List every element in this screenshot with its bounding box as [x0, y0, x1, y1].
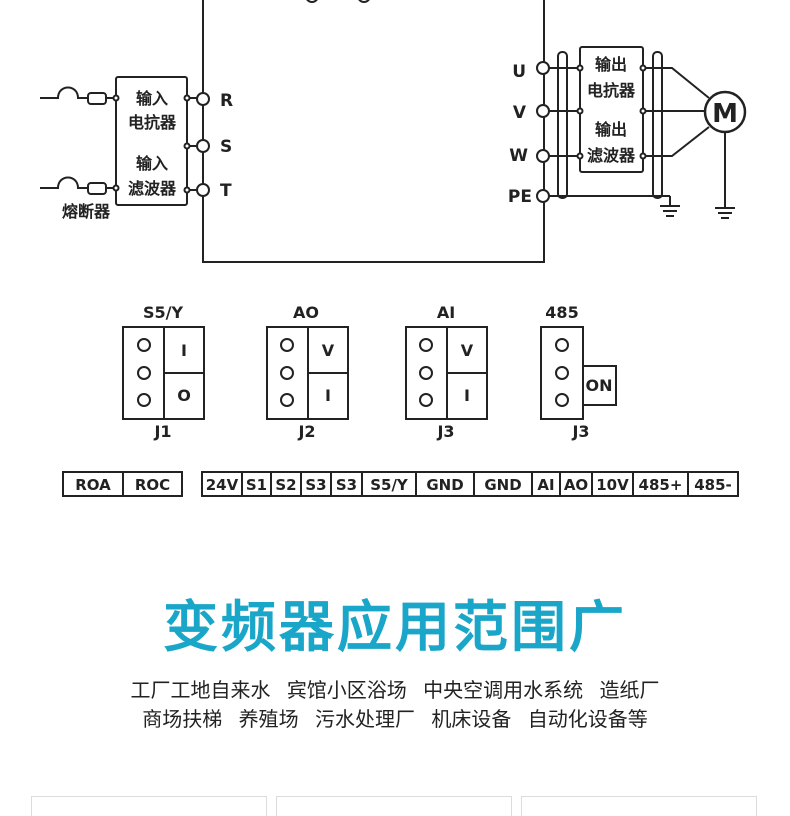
application-item: 污水处理厂 — [315, 707, 415, 731]
jumper-j3-top: V — [461, 341, 474, 360]
input-filter-line1: 输入 — [136, 154, 168, 173]
jumper-header-4: 485 — [545, 303, 578, 322]
application-item: 工厂工地自来水 — [130, 678, 271, 702]
terminal-cell: S5/Y — [370, 476, 409, 494]
terminal-cell: ROA — [75, 476, 111, 494]
jumper-j2-top: V — [322, 341, 335, 360]
terminal-cell: S1 — [246, 476, 267, 494]
jumper-header-2: AO — [293, 303, 319, 322]
input-reactor-line1: 输入 — [136, 89, 168, 108]
application-item: 中央空调用水系统 — [423, 678, 584, 702]
terminal-s-label: S — [220, 137, 232, 157]
output-filter-line2: 滤波器 — [587, 146, 636, 165]
input-reactor-filter-block — [115, 76, 188, 206]
jumper-j2-bottom: I — [325, 386, 331, 405]
terminal-strip-right: 24V S1 S2 S3 S3 S5/Y GND GND AI AO 10V 485+ 485- — [201, 471, 739, 497]
terminal-cell: GND — [426, 476, 463, 494]
jumper-name-4: J3 — [571, 422, 589, 441]
terminal-cell: AO — [564, 476, 588, 494]
jumper-485-switch: ON — [586, 376, 613, 395]
output-reactor-line1: 输出 — [595, 55, 627, 74]
application-item: 商场扶梯 — [142, 707, 223, 731]
application-item: 养殖场 — [238, 707, 299, 731]
terminal-cell: 10V — [596, 476, 629, 494]
terminal-cell: S2 — [275, 476, 296, 494]
application-item: 自动化设备等 — [527, 707, 648, 731]
inverter-box — [202, 0, 545, 263]
terminal-cell: 485+ — [639, 476, 683, 494]
wiring-diagram: R S T U V W PE 输入 电抗器 输入 滤波器 输出 电抗器 输出 滤… — [40, 0, 747, 497]
application-list-line2: 商场扶梯 养殖场 污水处理厂 机床设备 自动化设备等 — [0, 703, 790, 732]
terminal-cell: 24V — [206, 476, 239, 494]
application-item: 宾馆小区浴场 — [286, 678, 407, 702]
motor-label: M — [712, 99, 738, 129]
jumper-header-1: S5/Y — [143, 303, 184, 322]
terminal-t-label: T — [220, 181, 232, 201]
section-title: 变频器应用范围广 — [162, 595, 627, 659]
terminal-r-label: R — [220, 91, 233, 111]
jumper-name-2: J2 — [297, 422, 315, 441]
terminal-v-label: V — [513, 103, 527, 123]
jumper-name-1: J1 — [153, 422, 171, 441]
terminal-cell: GND — [484, 476, 521, 494]
jumper-j1-top: I — [181, 341, 187, 360]
jumper-j3-bottom: I — [464, 386, 470, 405]
terminal-strip-left: ROA ROC — [62, 471, 183, 497]
terminal-pe-label: PE — [508, 187, 532, 207]
terminal-u-label: U — [512, 62, 526, 82]
jumper-header-3: AI — [437, 303, 455, 322]
application-list-line1: 工厂工地自来水 宾馆小区浴场 中央空调用水系统 造纸厂 — [0, 674, 790, 703]
terminal-cell: S3 — [305, 476, 326, 494]
image-card[interactable] — [521, 796, 757, 816]
application-item: 机床设备 — [431, 707, 512, 731]
input-filter-line2: 滤波器 — [128, 179, 177, 198]
application-item: 造纸厂 — [599, 678, 660, 702]
terminal-cell: 485- — [694, 476, 732, 494]
terminal-cell: S3 — [336, 476, 357, 494]
image-card[interactable] — [276, 796, 512, 816]
terminal-cell: AI — [537, 476, 554, 494]
output-reactor-line2: 电抗器 — [587, 81, 636, 100]
terminal-w-label: W — [509, 146, 528, 166]
jumper-j1-bottom: O — [177, 386, 191, 405]
jumper-name-3: J3 — [436, 422, 454, 441]
input-reactor-line2: 电抗器 — [128, 113, 177, 132]
output-filter-line1: 输出 — [595, 120, 627, 139]
image-card[interactable] — [31, 796, 267, 816]
fuse-label: 熔断器 — [62, 202, 111, 221]
terminal-cell: ROC — [135, 476, 170, 494]
